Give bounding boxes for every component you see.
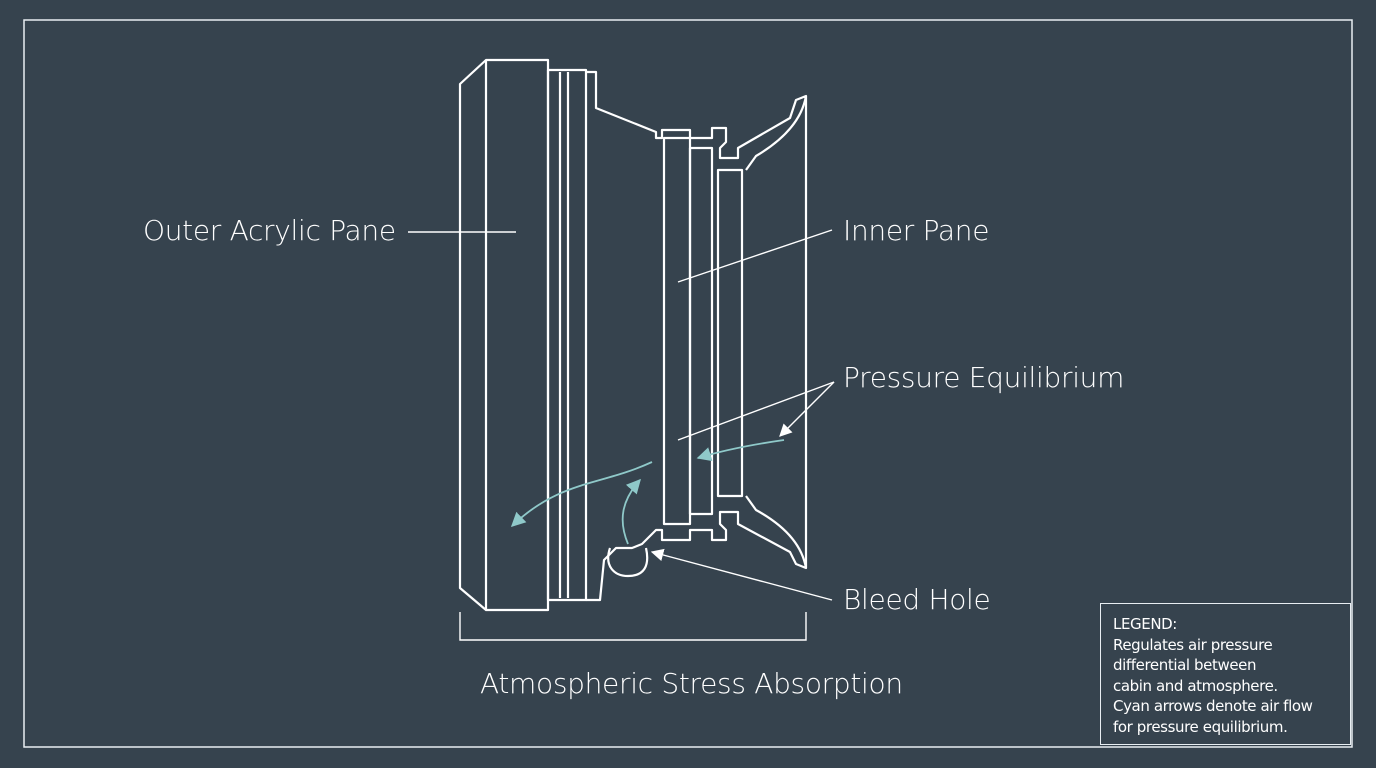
middle-strip [546,68,588,602]
airflow-arrow-2 [621,478,641,545]
leader-pressure-2 [779,381,835,437]
legend-box: LEGEND: Regulates air pressure different… [1100,603,1351,745]
legend-line: Regulates air pressure [1113,635,1273,654]
label-outer-acrylic-pane: Outer Acrylic Pane [143,214,396,247]
airflow-arrow-1 [510,461,653,527]
inner-pane-outer [716,168,744,498]
label-inner-pane: Inner Pane [843,214,990,247]
inner-pane-backing [688,146,714,516]
legend-line: Cyan arrows denote air flow [1113,697,1313,715]
leader-pressure-1 [677,381,835,441]
leader-bleed-hole [650,548,833,601]
housing-frame [586,70,808,602]
drawing-frame [23,19,1353,748]
legend-line: differential between [1113,656,1257,674]
airflow-arrow-3 [696,439,785,462]
label-bleed-hole: Bleed Hole [843,583,991,616]
label-pressure-equilibrium: Pressure Equilibrium [843,361,1125,394]
housing-inner-curve [745,95,808,569]
outer-acrylic-pane-shape [458,58,550,612]
legend-title: LEGEND: [1113,615,1177,633]
label-atmospheric-stress: Atmospheric Stress Absorption [480,667,903,700]
bleed-hole [607,547,649,578]
stress-bracket [459,612,807,641]
leader-inner-pane [677,229,833,283]
legend-line: for pressure equilibrium. [1113,717,1288,736]
legend-line: cabin and atmosphere. [1113,676,1278,695]
inner-pane-shape [662,136,692,526]
